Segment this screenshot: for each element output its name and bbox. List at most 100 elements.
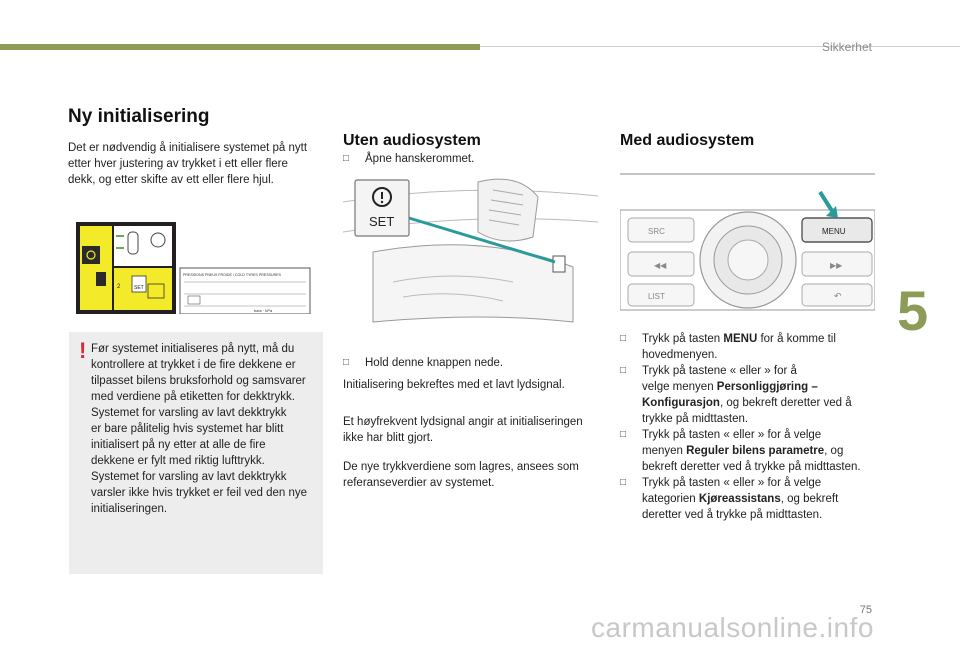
step-open-glovebox: □ Åpne hanskerommet. <box>343 151 583 167</box>
step-text: Trykk på tasten « eller » for å velge kat… <box>642 475 838 523</box>
text-run: Trykk på tastene « eller » for å <box>642 365 797 377</box>
pointer-arrow-head <box>826 206 838 218</box>
step-personalisation: □ Trykk på tastene « eller » for å velge … <box>620 363 880 427</box>
paragraph-line: Et høyfrekvent lydsignal angir at initia… <box>343 416 583 428</box>
text-run: , og bekreft deretter ved å <box>719 397 852 409</box>
next-button <box>801 251 873 277</box>
text-run-bold: MENU <box>723 333 758 345</box>
bullet-marker-icon: □ <box>620 333 627 344</box>
glovebox-door <box>372 244 574 323</box>
step-text: Åpne hanskerommet. <box>365 153 475 165</box>
section-title-with-audio: Med audiosystem <box>620 132 755 149</box>
text-run: Trykk på tasten « eller » for å velge <box>642 429 822 441</box>
intro-paragraph: Det er nødvendig å initialisere systemet… <box>68 140 307 188</box>
label-yellow-strip <box>80 226 112 310</box>
tyre-pressure-label-illustration: 1 2 SET PRESSIONS PNEUS FROIDE / COLD TY… <box>76 222 311 314</box>
list-button <box>627 283 695 307</box>
text-run: velge menyen <box>642 381 717 393</box>
text-run: menyen <box>642 445 687 457</box>
text-run: , og <box>824 445 844 457</box>
pointer-line <box>408 216 556 264</box>
src-button-label: SRC <box>648 227 665 236</box>
paragraph-line: De nye trykkverdiene som lagres, ansees … <box>343 461 579 473</box>
chapter-number: 5 <box>897 279 929 342</box>
text-run: Trykk på tasten <box>642 333 724 345</box>
text-run: deretter ved å trykke på midttasten. <box>642 509 823 521</box>
back-icon: ↶ <box>834 291 842 301</box>
glovebox-icon <box>147 283 165 299</box>
warning-line: med verdiene på etiketten for dekktrykk. <box>91 391 295 403</box>
back-button <box>801 283 873 307</box>
step-hold-button: □ Hold denne knappen nede. <box>343 355 583 371</box>
header-accent-bar <box>0 44 480 50</box>
page-number: 75 <box>859 604 872 616</box>
set-button-text: SET <box>134 285 144 291</box>
warning-line: dekkene er fylt med riktig lufttrykk. <box>91 455 265 467</box>
warning-line: tilpasset bilens bruksforhold og samsvar… <box>91 375 306 387</box>
step-menu: □ Trykk på tasten MENU for å komme til ho… <box>620 331 880 363</box>
step-text: Hold denne knappen nede. <box>365 357 504 369</box>
step-text: Trykk på tastene « eller » for å velge me… <box>642 363 852 427</box>
section-label: Sikkerhet <box>821 40 872 54</box>
warning-line: Systemet for varsling av lavt dekktrykk <box>91 471 287 483</box>
text-run-bold: Konfigurasjon <box>642 397 720 409</box>
failure-paragraph: Et høyfrekvent lydsignal angir at initia… <box>343 414 583 446</box>
page-title: Ny initialisering <box>68 106 210 127</box>
previous-button <box>627 251 695 277</box>
warning-line: initialiseringen. <box>91 503 168 515</box>
arrow-icon <box>116 235 124 249</box>
step-text: Trykk på tasten « eller » for å velge men… <box>642 427 861 475</box>
intro-line: dekk, og etter skifte av ett eller flere… <box>68 174 274 186</box>
set-button-location <box>552 255 566 273</box>
text-run-bold: Kjøreassistans <box>698 493 781 505</box>
list-button-label: LIST <box>648 292 665 301</box>
bullet-marker-icon: □ <box>343 153 350 164</box>
confirm-paragraph: Initialisering bekreftes med et lavt lyd… <box>343 379 565 391</box>
text-run: trykke på midttasten. <box>642 413 749 425</box>
bullet-marker-icon: □ <box>343 357 350 368</box>
text-run: hovedmenyen. <box>642 349 718 361</box>
car-icon <box>127 231 139 255</box>
intro-line: etter hver justering av trykket i ett el… <box>68 158 288 170</box>
tpms-warning-icon-glyph <box>86 250 96 260</box>
text-run-bold: Reguler bilens parametre <box>686 445 825 457</box>
chapter-tab <box>896 265 960 367</box>
next-icon: ▶▶ <box>830 261 843 270</box>
gauge-icon <box>150 232 166 248</box>
set-button-label: SET <box>369 214 394 229</box>
set-button-callout <box>354 179 410 237</box>
set-button-icon <box>131 275 147 293</box>
pressure-table <box>179 267 311 314</box>
warning-line: initialisert på ny etter at alle de fire <box>91 439 266 451</box>
air-vent <box>477 178 539 242</box>
paragraph-line: ikke har blitt gjort. <box>343 432 434 444</box>
warning-line: Systemet for varsling av lavt dekktrykk <box>91 407 287 419</box>
section-title-without-audio: Uten audiosystem <box>343 132 481 149</box>
bullet-marker-icon: □ <box>620 365 627 376</box>
text-run: , og bekreft <box>780 493 839 505</box>
center-button <box>727 239 769 281</box>
audio-panel-illustration: SRC ◀◀ LIST MENU ▶▶ ↶ <box>620 173 875 311</box>
site-watermark: carmanualsonline.info <box>591 612 874 643</box>
bullet-marker-icon: □ <box>620 477 627 488</box>
vent-slats <box>488 189 524 226</box>
menu-button <box>801 217 873 243</box>
pressure-table-header: PRESSIONS PNEUS FROIDE / COLD TYRES PRES… <box>183 273 282 277</box>
paragraph-line: referanseverdier av systemet. <box>343 477 495 489</box>
warning-line: kontrollere at trykket i de fire dekkene… <box>91 359 296 371</box>
warning-line: Før systemet initialiseres på nytt, må d… <box>91 343 295 355</box>
text-run: Trykk på tasten « eller » for å velge <box>642 477 822 489</box>
header-rule <box>480 46 960 47</box>
tpms-icon <box>372 187 392 207</box>
step-text: Trykk på tasten MENU for å komme til hove… <box>642 331 836 363</box>
tpms-warning-icon <box>82 246 100 264</box>
warning-text: Før systemet initialiseres på nytt, må d… <box>91 341 307 517</box>
text-run: kategorien <box>642 493 699 505</box>
step2-number: 2 <box>117 284 121 290</box>
intro-line: Det er nødvendig å initialisere systemet… <box>68 142 308 154</box>
tyre-icon <box>187 295 201 305</box>
warning-line: varsler ikke hvis trykket er feil ved de… <box>91 487 308 499</box>
menu-button-label: MENU <box>822 227 846 236</box>
text-run: for å komme til <box>757 333 836 345</box>
step-driving-assistance: □ Trykk på tasten « eller » for å velge k… <box>620 475 880 523</box>
